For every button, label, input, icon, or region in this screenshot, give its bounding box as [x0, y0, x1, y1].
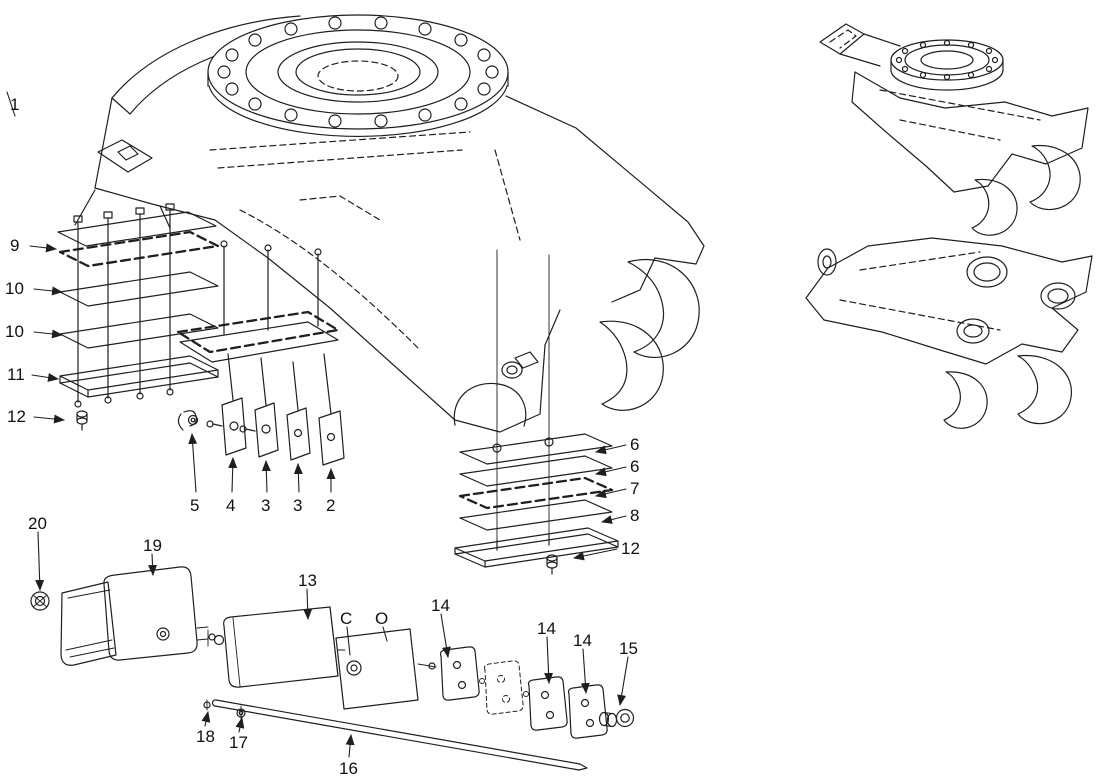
callout-16: 16 [339, 759, 358, 778]
callout-13: 13 [298, 571, 317, 590]
callout-9: 9 [10, 236, 20, 255]
callout-5: 5 [190, 496, 200, 515]
callout-6-a: 6 [630, 435, 640, 454]
callout-4: 4 [226, 496, 236, 515]
callout-3-a: 3 [261, 496, 271, 515]
callout-10-a: 10 [5, 279, 24, 298]
callout-3-b: 3 [293, 496, 303, 515]
callout-17: 17 [229, 733, 248, 752]
callout-leader-lines [6, 91, 629, 758]
callout-12-left: 12 [7, 407, 26, 426]
callout-1: 1 [10, 95, 20, 114]
left-shim-stack-drawing [57, 203, 220, 431]
callout-19: 19 [143, 536, 162, 555]
assembled-view-bottom-drawing [805, 237, 1093, 429]
callout-18: 18 [196, 727, 215, 746]
callout-2: 2 [326, 496, 336, 515]
callout-12-right: 12 [621, 539, 640, 558]
callout-8: 8 [630, 506, 640, 525]
callout-14-c: 14 [573, 631, 592, 650]
callout-7: 7 [630, 479, 640, 498]
callout-15: 15 [619, 639, 638, 658]
middle-plates-drawing [176, 240, 345, 466]
callout-14-b: 14 [537, 619, 556, 638]
callout-c: C [340, 609, 353, 628]
callout-o: O [375, 609, 389, 628]
callout-20: 20 [28, 514, 47, 533]
actuator-assembly-drawing [30, 566, 635, 771]
callout-14-a: 14 [431, 596, 450, 615]
callout-10-b: 10 [5, 322, 24, 341]
assembled-view-top-drawing [819, 23, 1089, 236]
slewing-ring-drawing [207, 14, 509, 137]
callout-6-b: 6 [630, 457, 640, 476]
right-shim-stack-drawing [454, 433, 619, 575]
callout-11: 11 [7, 365, 25, 384]
